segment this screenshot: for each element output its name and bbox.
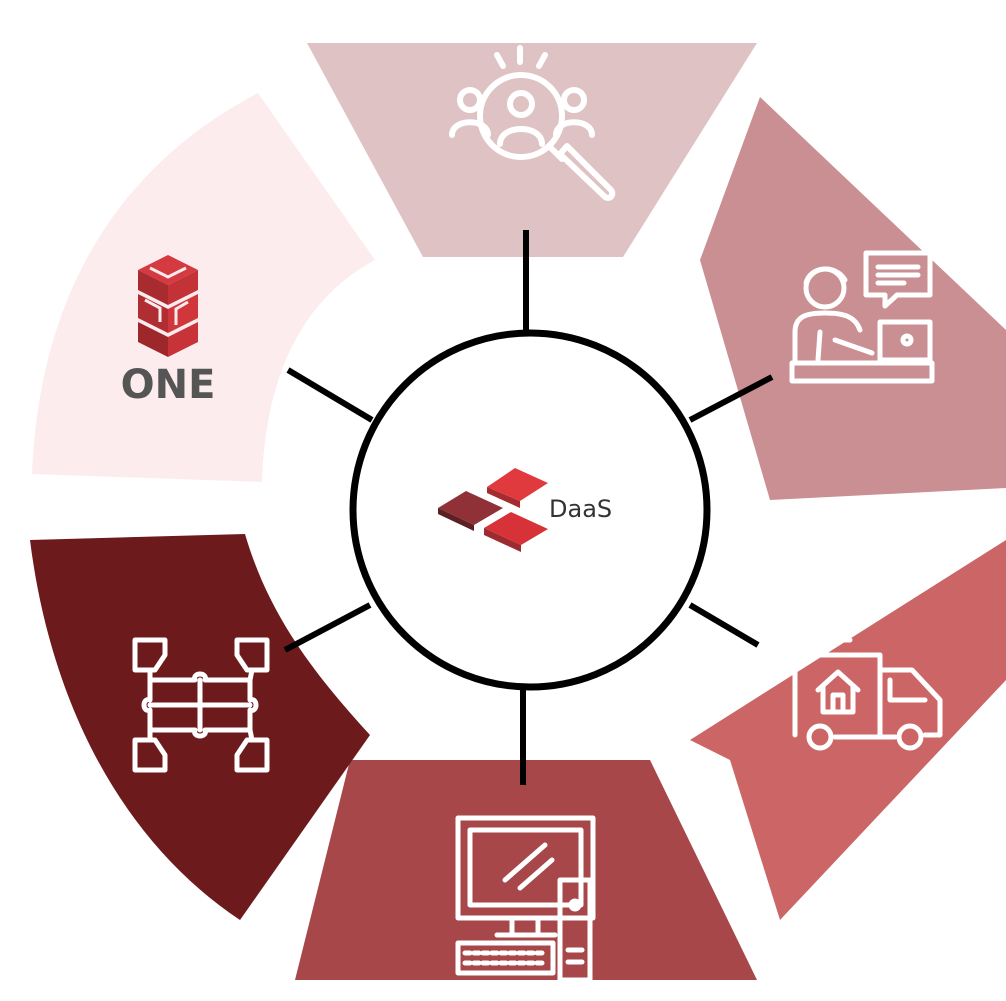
user-search-icon: [449, 45, 616, 201]
ring-segments: [30, 43, 1006, 980]
daas-tile-left: [438, 491, 503, 525]
spoke-bottom-left: [283, 602, 372, 653]
sgs-logo-icon: [138, 255, 198, 357]
desktop-computer-icon: [455, 815, 596, 983]
spoke-top-left: [286, 367, 374, 423]
center-label: DaaS: [549, 495, 612, 523]
daas-tile-top-side: [487, 487, 520, 508]
spoke-top-right: [688, 374, 774, 423]
delivery-truck-house-icon: [792, 637, 943, 751]
connector-spokes: [283, 230, 774, 785]
puzzle-hands-icon: [132, 637, 270, 773]
segment-top-right: [700, 97, 1006, 500]
center-circle: [349, 329, 711, 691]
spoke-bottom-right: [688, 602, 760, 648]
segment-top: [307, 43, 757, 257]
sgs-one-label: ONE: [121, 362, 216, 408]
daas-tile-bottom: [484, 512, 548, 545]
daas-tile-bottom-side: [484, 528, 521, 552]
daas-tile-left-side: [438, 508, 474, 531]
segment-bottom: [295, 760, 757, 980]
support-agent-chat-icon: [789, 250, 935, 384]
daas-tile-top: [487, 468, 548, 501]
segment-bottom-right: [690, 540, 1006, 920]
segment-top-left: [32, 93, 375, 482]
daas-tiles-icon: [438, 468, 548, 552]
